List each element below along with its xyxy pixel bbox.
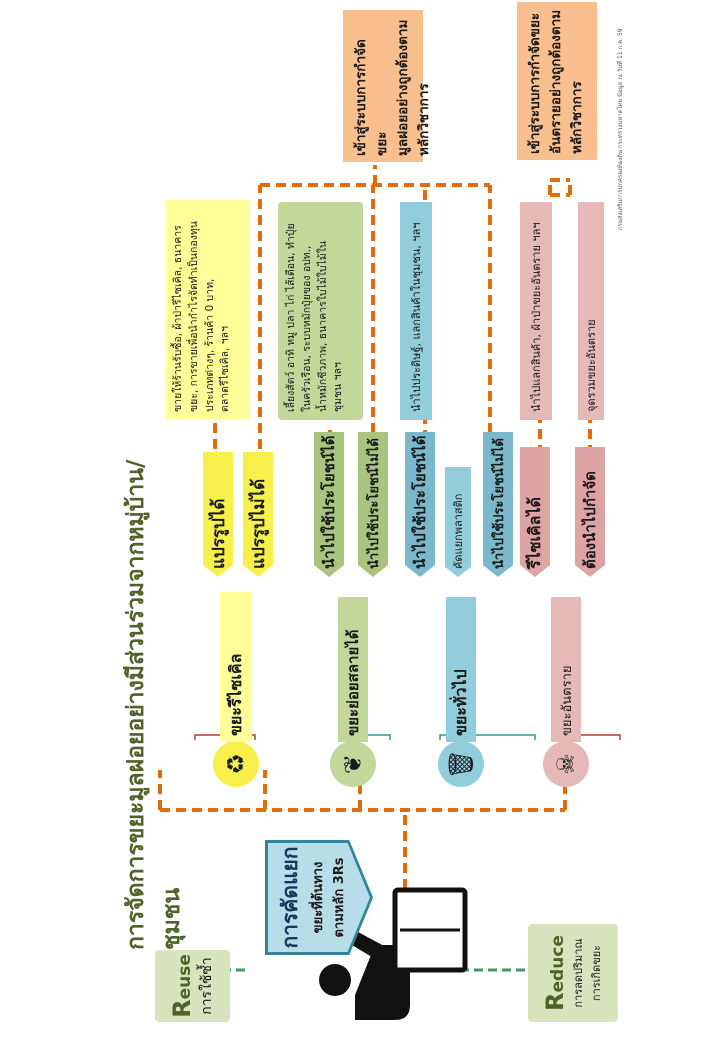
hazard-disposal-box: เข้าสู่ระบบการกำจัดขยะ อันตรายอย่างถูกต้… — [517, 2, 597, 160]
recycle-processable-arrow: แปรรูปได้ — [203, 452, 233, 577]
reduce-word: educe — [548, 935, 568, 993]
sorting-title: การคัดแยก — [278, 846, 302, 949]
organic-detail-line-4: ชุมชน ฯลฯ — [332, 362, 345, 412]
organic-icon: ❦ — [330, 741, 376, 787]
general-disposal-line-2: มูลฝอยอย่างถูกต้องตาม — [394, 19, 411, 156]
plastic-sorting-arrow: คัดแยกพลาสติก — [445, 467, 471, 577]
hazard-icon: ☠ — [543, 741, 589, 787]
general-icon: 🗑 — [438, 741, 484, 787]
organic-usable-label: นำไปใช้ประโยชน์ได้ — [320, 435, 338, 569]
general-unusable-label: นำไปใช้ประโยชน์ไม่ได้ — [491, 438, 507, 569]
general-detail-box: นำไปประดิษฐ์, แลกสินค้าในชุมชน, ฯลฯ — [400, 202, 432, 420]
recycle-detail-line-3: ประเภทต่างๆ, ร้านค้า 0 บาท, — [203, 278, 216, 412]
organic-detail-line-3: น้ำหมักชีวภาพ, ธนาคารใบไม้ใบไม้ใน — [316, 240, 329, 412]
organic-detail-line-2: ในครัวเรือน, ระบบหมักปุ๋ยของ อปท., — [300, 245, 313, 412]
general-disposal-box: เข้าสู่ระบบการกำจัดขยะ มูลฝอยอย่างถูกต้อ… — [343, 10, 432, 162]
general-unusable-arrow: นำไปใช้ประโยชน์ไม่ได้ — [483, 432, 513, 577]
general-category-bar: ขยะทั่วไป — [446, 597, 476, 742]
reuse-badge: Reuse การใช้ซ้ำ — [155, 950, 230, 1022]
organic-category-bar: ขยะย่อยสลายได้ — [338, 597, 368, 742]
reuse-thai: การใช้ซ้ำ — [198, 957, 215, 1015]
reuse-word: euse — [174, 954, 195, 1000]
sorting-line-1: ขยะที่ต้นทาง — [311, 861, 326, 934]
recycle-category-bar: ขยะรีไซเคิล — [220, 592, 252, 742]
general-category-label: ขยะทั่วไป — [450, 669, 470, 736]
organic-detail-box: เลี้ยงสัตว์ อาทิ หมู ปลา ไก่ ไส้เดือน, ท… — [278, 202, 363, 420]
recycle-unprocessable-arrow: แปรรูปไม่ได้ — [243, 452, 273, 577]
organic-unusable-arrow: นำไปใช้ประโยชน์ไม่ได้ — [358, 432, 388, 577]
reduce-thai-1: การลดปริมาณ — [572, 938, 585, 1008]
general-disposal-line-3: หลักวิชาการ — [415, 83, 432, 156]
general-detail-text: นำไปประดิษฐ์, แลกสินค้าในชุมชน, ฯลฯ — [410, 222, 423, 412]
hazard-disposal-line-3: หลักวิชาการ — [568, 81, 585, 154]
recycle-detail-line-1: ขายให้ร้านรับซื้อ, ผ้าป่ารีไซเคิล, ธนาคา… — [172, 225, 184, 412]
recycle-detail-line-4: ตลาดรีไซเคิล, ฯลฯ — [219, 326, 232, 412]
worker-pictogram — [319, 887, 468, 1020]
plastic-sorting-label: คัดแยกพลาสติก — [452, 493, 465, 569]
hazard-disposal-arrow: ต้องนำไปกำจัด — [575, 447, 605, 577]
recycle-detail-line-2: ขยะ, การขายเพื่อนำกำไรจัดทำเป็นกองทุน — [187, 221, 200, 412]
recycle-icon: ♻ — [213, 741, 259, 787]
footnote: กรมส่งเสริมการปกครองท้องถิ่น กระทรวงมหาด… — [617, 28, 624, 230]
page-title: การจัดการขยะมูลฝอยอย่างมีส่วนร่วมจากหมู่… — [123, 459, 185, 950]
hazard-exchange-text: นำไปแลกสินค้า, ผ้าป่าขยะอันตราย ฯลฯ — [530, 222, 543, 412]
hazard-collection-text: จุดรวมขยะอันตราย — [585, 319, 598, 412]
reduce-badge: Reduce การลดปริมาณ การเกิดขยะ — [528, 924, 618, 1022]
recycle-category-label: ขยะรีไซเคิล — [225, 653, 245, 736]
organic-detail-line-1: เลี้ยงสัตว์ อาทิ หมู ปลา ไก่ ไส้เดือน, ท… — [285, 223, 297, 412]
hazard-recyclable-arrow: รีไซเคิลได้ — [520, 447, 550, 577]
hazard-disposal-line-2: อันตรายอย่างถูกต้องตาม — [547, 9, 564, 154]
organic-category-label: ขยะย่อยสลายได้ — [344, 629, 362, 736]
hazard-exchange-box: นำไปแลกสินค้า, ผ้าป่าขยะอันตราย ฯลฯ — [520, 202, 552, 420]
hazard-category-label: ขยะอันตราย — [559, 665, 575, 736]
reuse-r-letter: R — [167, 999, 196, 1018]
general-disposal-line-1: เข้าสู่ระบบการกำจัดขยะ — [353, 39, 390, 156]
recycle-detail-box: ขายให้ร้านรับซื้อ, ผ้าป่ารีไซเคิล, ธนาคา… — [165, 200, 250, 420]
reduce-r-letter: R — [541, 992, 569, 1011]
recycle-processable-label: แปรรูปได้ — [208, 498, 229, 569]
sorting-line-2: ตามหลัก 3Rs — [332, 857, 347, 938]
hazard-disposal-line-1: เข้าสู่ระบบการกำจัดขยะ — [527, 12, 543, 154]
recycle-unprocessable-label: แปรรูปไม่ได้ — [248, 478, 269, 569]
general-usable-arrow: นำไปใช้ประโยชน์ได้ — [405, 432, 435, 577]
hazard-category-bar: ขยะอันตราย — [551, 597, 581, 742]
general-usable-label: นำไปใช้ประโยชน์ได้ — [411, 435, 429, 569]
hazard-collection-box: จุดรวมขยะอันตราย — [578, 202, 604, 420]
hazard-recyclable-label: รีไซเคิลได้ — [524, 497, 544, 569]
reduce-thai-2: การเกิดขยะ — [590, 944, 603, 1002]
organic-unusable-label: นำไปใช้ประโยชน์ไม่ได้ — [366, 438, 382, 569]
hazard-disposal-label: ต้องนำไปกำจัด — [581, 471, 599, 569]
organic-usable-arrow: นำไปใช้ประโยชน์ได้ — [314, 432, 344, 577]
